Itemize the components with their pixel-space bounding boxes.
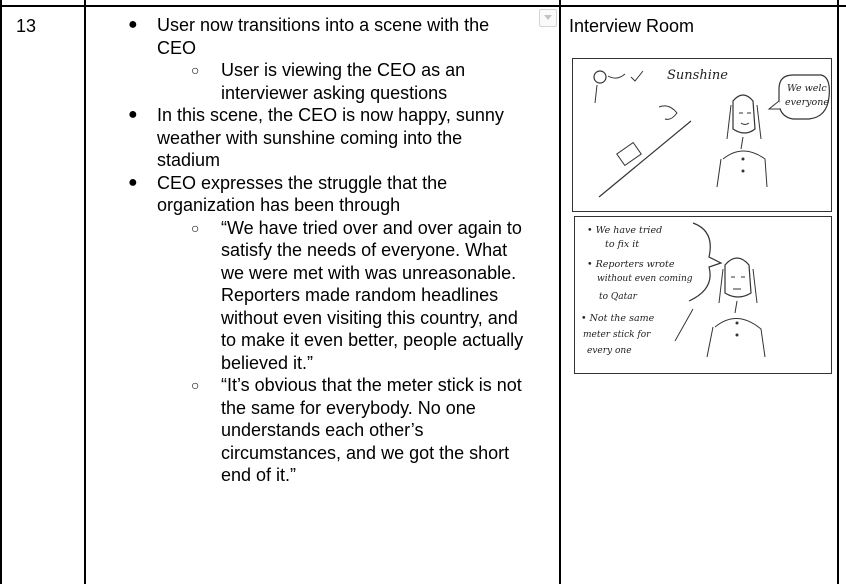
sketch-2-drawing: • We have tried to fix it • Reporters wr… bbox=[581, 222, 766, 358]
column-divider-1 bbox=[84, 0, 86, 584]
storyboard-sketch-2: • We have tried to fix it • Reporters wr… bbox=[574, 216, 832, 374]
bullet-text-line: understands each other’s bbox=[221, 420, 424, 440]
bullet-text-line: CEO expresses the struggle that the bbox=[157, 172, 448, 193]
column-divider-left bbox=[0, 0, 2, 584]
bullet-text-line: we were met with was unreasonable. bbox=[221, 262, 517, 283]
sketch-1-drawing: Sunshine We welc everyone bbox=[593, 68, 830, 198]
bullet-text-line: User now transitions into a scene with t… bbox=[157, 15, 490, 35]
bullet-hollow-icon: ○ bbox=[191, 377, 200, 393]
bullet-text-line: stadium bbox=[157, 150, 221, 170]
note-2-line-2: without even coming bbox=[597, 274, 693, 284]
bullet-text-line: Reporters made random headlines bbox=[221, 285, 499, 305]
table-border-top bbox=[0, 5, 846, 7]
bullet-text-line: User is viewing the CEO as an bbox=[221, 60, 466, 80]
scene-title: Interview Room bbox=[569, 16, 695, 36]
column-divider-right bbox=[837, 0, 839, 584]
note-3-line-3: every one bbox=[587, 346, 632, 356]
bullet-text-line: the same for everybody. No one bbox=[221, 397, 476, 418]
bullet-text-line: end of it.” bbox=[221, 465, 297, 485]
bullet-text-line: organization has been through bbox=[157, 195, 401, 215]
bullet-filled-icon: ● bbox=[128, 16, 138, 33]
bullet-text-line: In this scene, the CEO is now happy, sun… bbox=[157, 105, 504, 125]
bullet-text-line: “It’s obvious that the meter stick is no… bbox=[221, 375, 522, 395]
ceo-head bbox=[732, 94, 756, 134]
ceo-head-2 bbox=[724, 257, 752, 298]
bullet-text-line: without even visiting this country, and bbox=[221, 307, 518, 328]
speech-bubble bbox=[778, 74, 830, 120]
bubble-text-1: We welc bbox=[787, 83, 827, 94]
bullet-filled-icon: ● bbox=[128, 106, 138, 123]
note-1-line-2: to fix it bbox=[605, 239, 639, 250]
bullet-filled-icon: ● bbox=[128, 173, 138, 191]
description-bullet-list: ● User now transitions into a scene with … bbox=[100, 14, 554, 487]
bullet-hollow-icon: ○ bbox=[191, 62, 200, 78]
note-2-line-1: • Reporters wrote bbox=[587, 259, 675, 270]
storyboard-sketch-1: Sunshine We welc everyone bbox=[572, 58, 832, 212]
bullet-item: ○ “It’s obvious that the meter stick is n… bbox=[100, 374, 554, 487]
note-3-line-2: meter stick for bbox=[583, 330, 651, 340]
bullet-item: ● User now transitions into a scene with … bbox=[100, 14, 554, 59]
bullet-text-line: believed it.” bbox=[221, 352, 314, 373]
bullet-text-line: circumstances, and we got the short bbox=[221, 442, 510, 463]
note-1-line-1: • We have tried bbox=[587, 225, 662, 236]
bullet-text-line: weather with sunshine coming into the bbox=[157, 127, 463, 148]
note-3-line-1: • Not the same bbox=[581, 313, 655, 324]
column-divider-2 bbox=[559, 0, 561, 584]
bullet-item: ● In this scene, the CEO is now happy, su… bbox=[100, 104, 554, 172]
cell-dropdown-button[interactable] bbox=[539, 9, 557, 27]
note-2-line-3: to Qatar bbox=[599, 292, 638, 302]
bullet-text-line: satisfy the needs of everyone. What bbox=[221, 240, 508, 260]
bullet-hollow-icon: ○ bbox=[191, 219, 200, 236]
bullet-text-line: CEO bbox=[157, 37, 197, 58]
row-number: 13 bbox=[16, 16, 37, 36]
chevron-down-icon bbox=[544, 15, 552, 20]
sun-icon bbox=[593, 70, 607, 84]
bullet-text-line: “We have tried over and over again to bbox=[221, 217, 522, 238]
bullet-text-line: interviewer asking questions bbox=[221, 82, 448, 103]
bullet-text-line: to make it even better, people actually bbox=[221, 330, 524, 350]
sunshine-label: Sunshine bbox=[667, 68, 728, 83]
bubble-text-2: everyone bbox=[785, 97, 829, 108]
